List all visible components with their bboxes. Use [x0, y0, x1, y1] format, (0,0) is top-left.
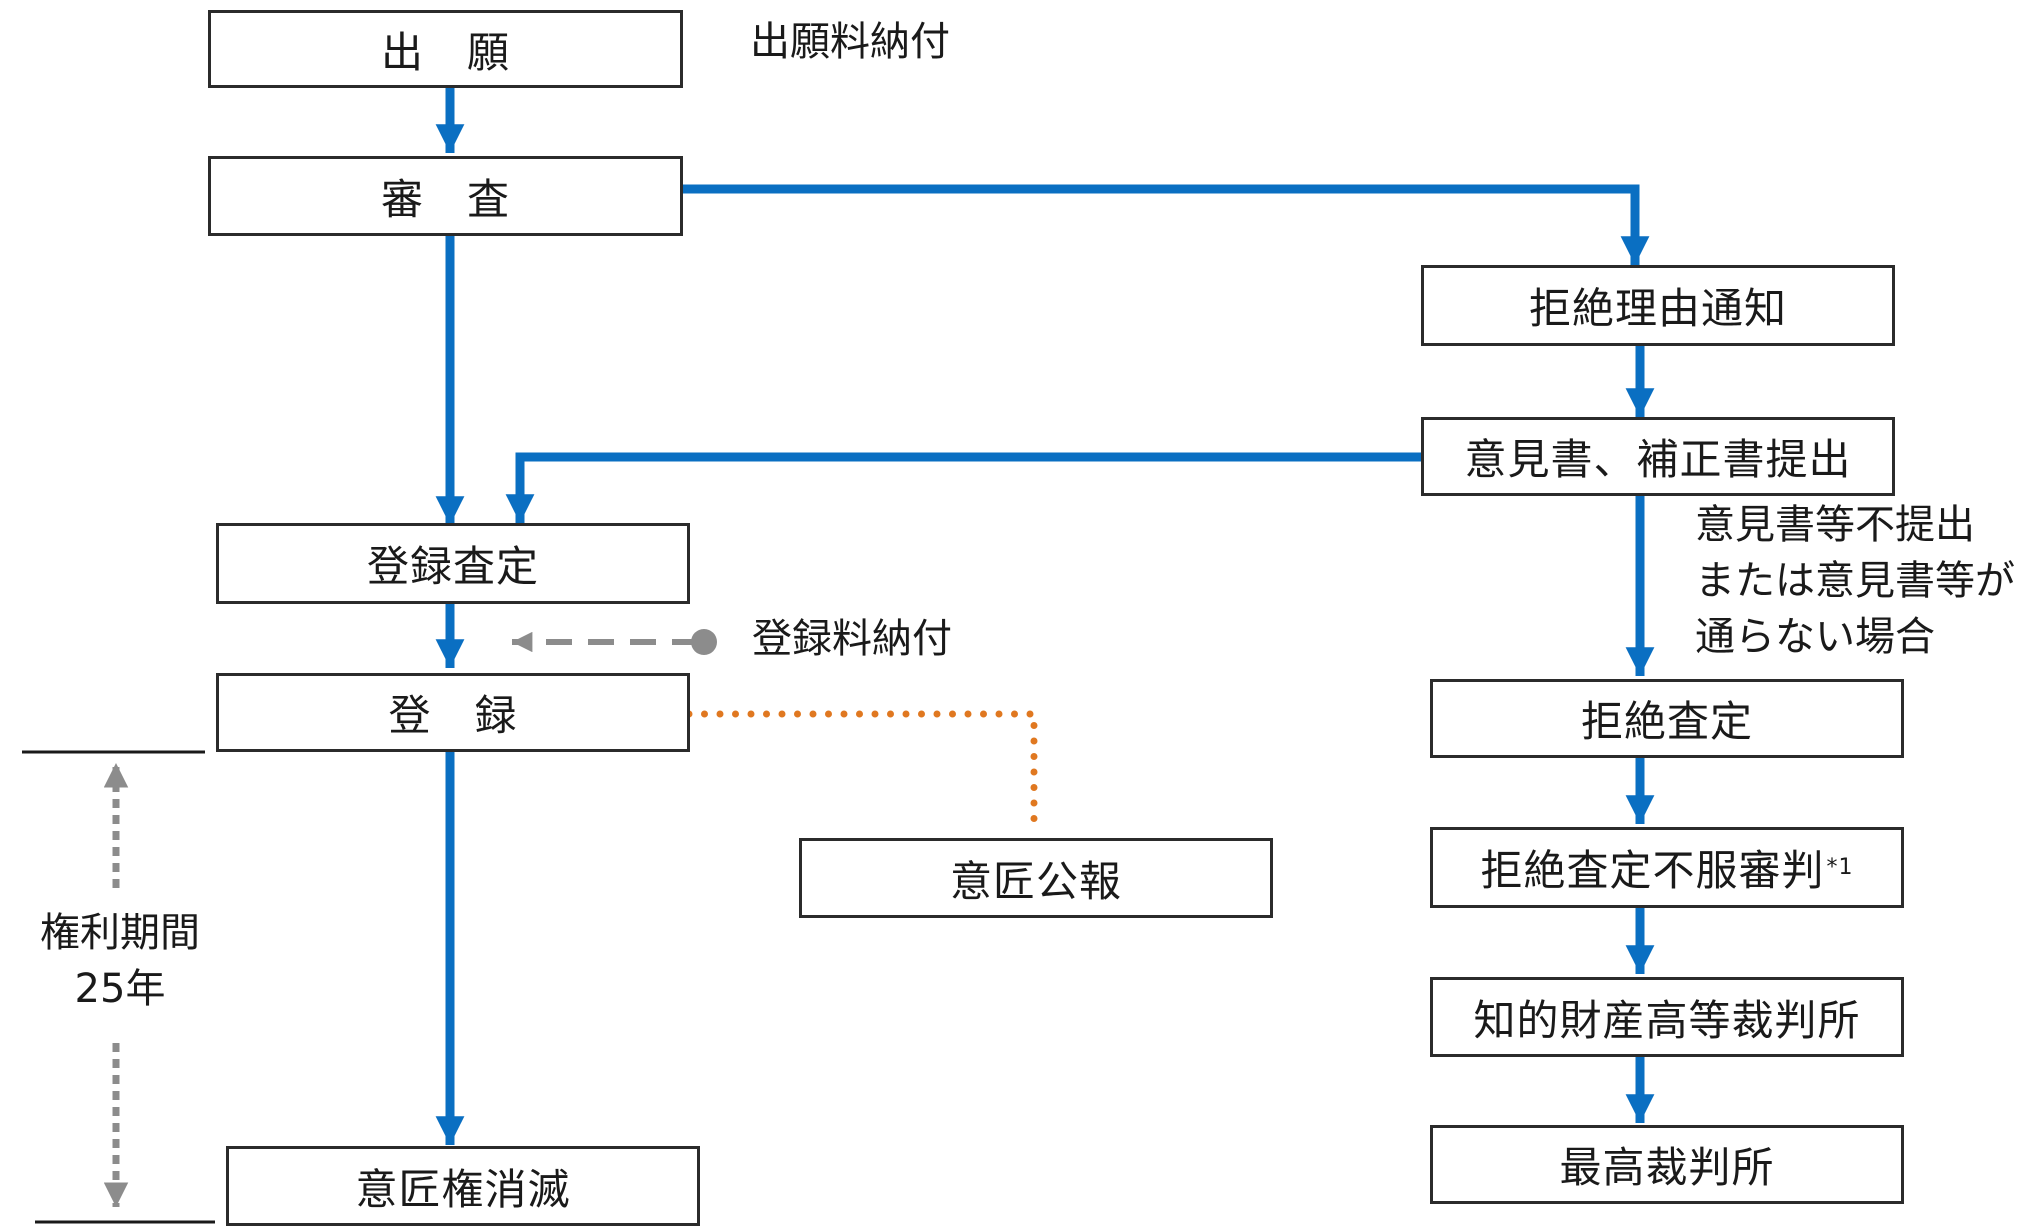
node-opinion-submission: 意見書、補正書提出: [1421, 417, 1895, 496]
node-appeal: 拒絶査定不服審判*1: [1430, 827, 1904, 908]
node-filing: 出 願: [208, 10, 683, 88]
node-right-expiry: 意匠権消滅: [226, 1146, 700, 1226]
node-examination: 審 査: [208, 156, 683, 236]
appeal-label: 拒絶査定不服審判: [1480, 846, 1825, 895]
no-opinion-line-1: 意見書等不提出: [1695, 502, 1975, 548]
label-registration-fee: 登録料納付: [752, 616, 952, 662]
label-no-opinion-condition: 意見書等不提出 または意見書等が 通らない場合: [1695, 497, 2015, 665]
node-ip-high-court: 知的財産高等裁判所: [1430, 977, 1904, 1057]
registration-fee-dot: [691, 629, 717, 655]
rights-term-line-1: 権利期間: [40, 910, 200, 956]
rights-term-line-2: 25年: [74, 966, 166, 1012]
node-registration-decision: 登録査定: [216, 523, 690, 604]
no-opinion-line-2: または意見書等が: [1695, 558, 2015, 604]
node-refusal-notice: 拒絶理由通知: [1421, 265, 1895, 346]
node-supreme-court: 最高裁判所: [1430, 1125, 1904, 1204]
node-design-gazette: 意匠公報: [799, 838, 1273, 918]
arrow-opinion-to-registration-decision: [505, 452, 1423, 523]
link-registration-to-gazette: [685, 710, 1038, 824]
label-rights-term: 権利期間 25年: [40, 905, 200, 1017]
node-refusal-decision: 拒絶査定: [1430, 679, 1904, 758]
label-filing-fee: 出願料納付: [750, 19, 950, 65]
arrow-examination-to-refusal-notice: [682, 184, 1650, 265]
appeal-footnote-mark: *1: [1826, 855, 1854, 880]
no-opinion-line-3: 通らない場合: [1695, 614, 1935, 660]
node-registration: 登 録: [216, 673, 690, 752]
